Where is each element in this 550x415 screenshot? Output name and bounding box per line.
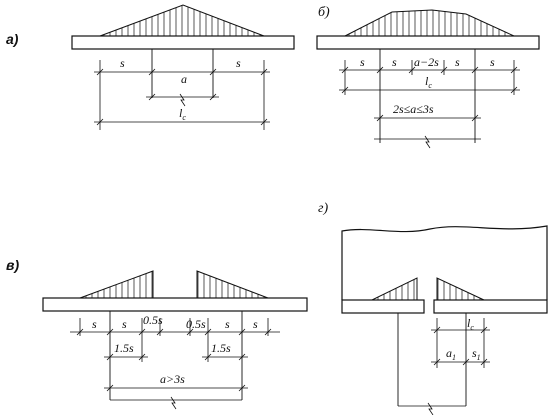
panel-b-s2: s <box>392 55 397 69</box>
panel-v-label: в) <box>6 257 19 273</box>
panel-b-slab <box>316 35 540 50</box>
panel-a-s-right: s <box>236 56 241 70</box>
panel-a-supports <box>151 49 214 98</box>
panel-v-s4: s <box>253 317 258 331</box>
panel-g-wall-outline <box>341 225 548 300</box>
panel-v-one-half-right: 1.5s <box>211 341 231 355</box>
panel-b-label: б) <box>318 5 330 20</box>
panel-v-load-diagram-left <box>79 270 154 299</box>
panel-g: г) lc a1 s1 <box>318 201 548 415</box>
panel-v-s1: s <box>92 317 97 331</box>
panel-g-supports <box>397 313 467 406</box>
panel-b: б) s s a−2s s s lc 2s≤a≤ <box>316 5 540 149</box>
panel-g-lc: lc <box>467 316 474 332</box>
panel-g-slab-right <box>433 299 548 314</box>
panel-a-s-left: s <box>120 56 125 70</box>
panel-v-s2: s <box>122 317 127 331</box>
panel-g-load-diagram-right <box>436 277 485 301</box>
panel-v-load-diagram-right <box>196 270 269 299</box>
panel-v-slab <box>42 297 308 312</box>
panel-a-dimensions <box>94 60 270 130</box>
panel-b-supports <box>379 49 476 143</box>
panel-b-load-diagram <box>344 9 515 37</box>
panel-g-label: г) <box>318 201 328 216</box>
panel-b-s3: s <box>455 55 460 69</box>
panel-v-half-right: 0.5s <box>186 317 206 331</box>
panel-v-one-half-left: 1.5s <box>114 341 134 355</box>
panel-g-dimensions <box>398 318 490 415</box>
panel-a-lc: lc <box>179 106 186 122</box>
panel-v-supports <box>109 311 243 400</box>
panel-v-range: a>3s <box>160 372 185 386</box>
panel-v-dimensions <box>70 318 280 410</box>
panel-a-label: а) <box>6 31 19 47</box>
panel-a-a: a <box>181 72 187 86</box>
panel-g-slab-left <box>341 299 425 314</box>
panel-v-half-left: 0.5s <box>143 313 163 327</box>
panel-b-dimensions <box>339 60 520 149</box>
panel-v: в) <box>6 257 308 410</box>
panel-b-lc: lc <box>425 74 432 90</box>
panel-b-mid: a−2s <box>414 55 439 69</box>
panel-b-s4: s <box>490 55 495 69</box>
panel-v-s3: s <box>225 317 230 331</box>
panel-a-load-diagram <box>99 4 265 37</box>
panel-b-s1: s <box>360 55 365 69</box>
panel-g-s1: s1 <box>472 346 481 362</box>
panel-g-load-diagram-left <box>371 277 418 301</box>
panel-g-a1: a1 <box>446 346 456 362</box>
panel-a: а) s a s lc <box>6 4 295 130</box>
panel-b-range: 2s≤a≤3s <box>393 102 434 116</box>
panel-a-slab <box>71 35 295 50</box>
